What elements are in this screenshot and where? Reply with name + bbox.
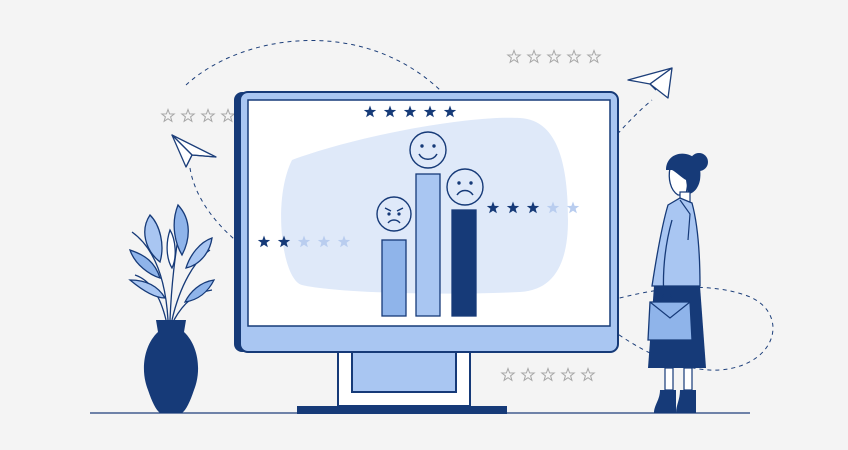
dashed-flight-path [185, 40, 441, 91]
angry-face-icon [376, 196, 412, 232]
paper-plane-icon [627, 67, 673, 99]
plant-icon [128, 203, 216, 321]
vase-icon [143, 320, 199, 413]
rating-bar-right [451, 209, 477, 317]
rating-bar-middle [415, 173, 441, 317]
monitor-stand [297, 351, 507, 414]
sad-face-icon [446, 168, 484, 206]
paper-plane-icon [171, 134, 217, 168]
dashed-flight-path-right [611, 99, 653, 141]
handbag-icon [647, 293, 693, 341]
smiling-face-icon [409, 131, 447, 169]
woman-figure [647, 153, 708, 413]
star-rating-outline-left [161, 109, 235, 122]
rating-bar-left [381, 239, 407, 317]
star-rating-outline-bottom-right [501, 368, 595, 381]
star-rating-outline-top-right [507, 50, 601, 63]
